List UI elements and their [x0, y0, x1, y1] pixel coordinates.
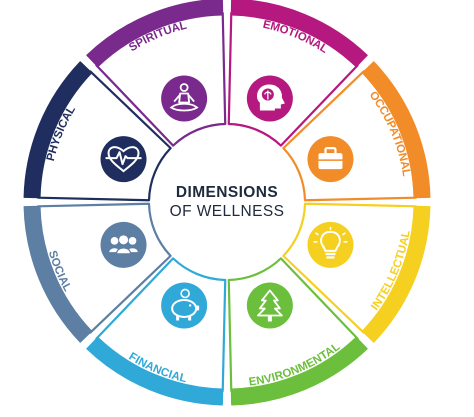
center-title: DIMENSIONS: [176, 184, 278, 201]
icon-disc: [161, 282, 208, 329]
heart-pulse-icon: [100, 136, 147, 183]
segment-band: [230, 336, 368, 406]
meditator-torso: [173, 92, 195, 104]
segment-occupational: OCCUPATIONAL: [282, 61, 431, 202]
segment-financial: FINANCIAL: [86, 257, 227, 406]
person-head: [110, 237, 119, 245]
meditation-icon: [161, 75, 208, 122]
bulb-shape: [320, 230, 341, 252]
head-brain-icon: [246, 75, 293, 122]
pig-leg: [176, 315, 180, 321]
tree-icon: [246, 282, 293, 329]
segment-social: SOCIAL: [23, 202, 172, 343]
case-handle: [324, 147, 337, 156]
brain-lines: [264, 90, 272, 100]
case-body: [318, 153, 343, 170]
meditator-legs: [169, 102, 199, 112]
pig-eye: [188, 304, 192, 307]
bulb-base-1: [325, 252, 336, 256]
pig-snout: [195, 305, 200, 311]
segment-physical: PHYSICAL: [23, 61, 172, 202]
bulb-ray: [315, 232, 319, 236]
lightbulb-icon: [307, 221, 354, 268]
segment-intellectual: INTELLECTUAL: [282, 202, 431, 343]
person-body: [115, 247, 132, 255]
person-head: [128, 237, 137, 245]
hub-circle: [151, 126, 303, 278]
segment-band: [23, 61, 93, 199]
segment-band: [86, 336, 224, 406]
icon-disc: [100, 221, 147, 268]
icon-disc: [246, 282, 293, 329]
briefcase-icon: [307, 136, 354, 183]
coin: [180, 288, 190, 299]
segments-layer: EMOTIONALOCCUPATIONALINTELLECTUALENVIRON…: [23, 0, 431, 406]
center-label: DIMENSIONS OF WELLNESS: [170, 184, 285, 220]
tree-trunk: [267, 315, 272, 322]
segment-spiritual: SPIRITUAL: [86, 0, 227, 147]
segment-emotional: EMOTIONAL: [227, 0, 368, 147]
segment-band: [361, 61, 431, 199]
center-subtitle: OF WELLNESS: [170, 203, 285, 220]
person-head: [119, 235, 129, 245]
bulb-base-2: [326, 256, 335, 259]
segment-band: [23, 205, 93, 343]
segment-band: [86, 0, 224, 68]
piggy-bank-icon: [161, 282, 208, 329]
bulb-ray: [342, 232, 346, 236]
people-icon: [100, 221, 147, 268]
meditator-head: [179, 83, 189, 92]
segment-band: [230, 0, 368, 68]
segment-band: [361, 205, 431, 343]
pulse-line: [105, 151, 142, 166]
icon-disc: [307, 221, 354, 268]
icon-disc: [161, 75, 208, 122]
pig-leg: [188, 315, 192, 321]
